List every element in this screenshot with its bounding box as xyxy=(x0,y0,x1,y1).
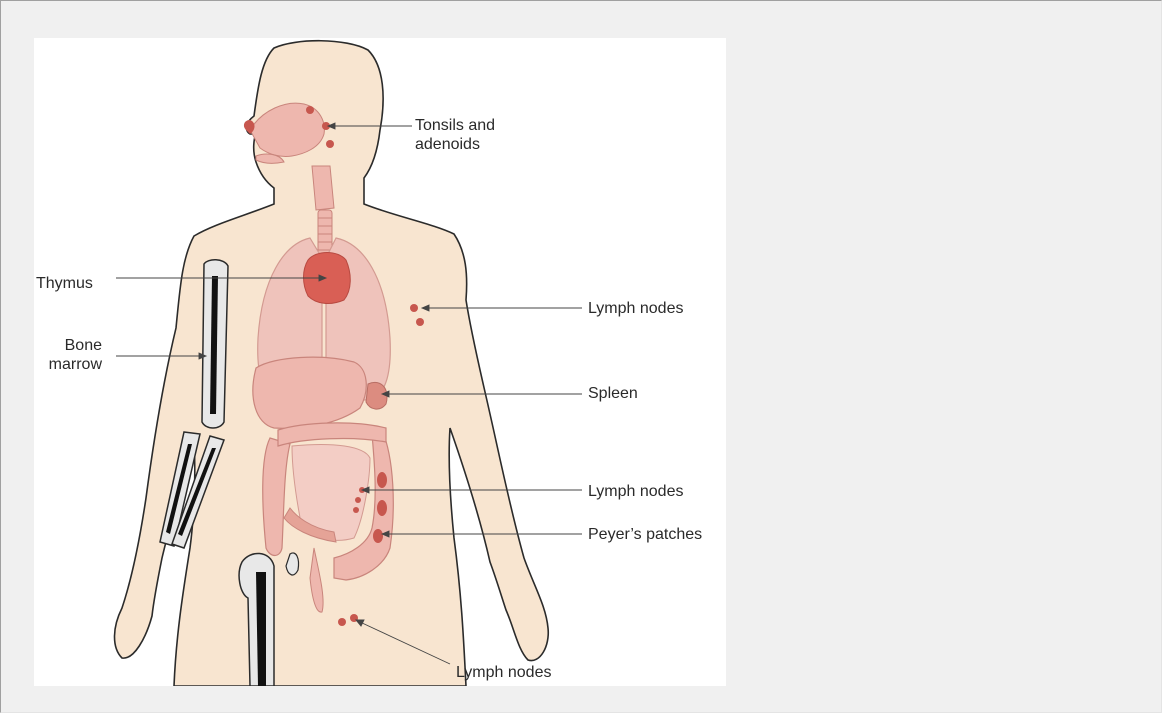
peyers-patch-2 xyxy=(377,500,387,516)
spleen-organ xyxy=(366,382,387,409)
label-lymph-nodes-mesenteric: Lymph nodes xyxy=(588,482,683,501)
label-thymus: Thymus xyxy=(36,274,93,293)
peyers-patch-3 xyxy=(373,529,383,543)
label-bone-marrow: Bone marrow xyxy=(36,336,102,374)
lymphatic-system-figure: Tonsils and adenoids Thymus Bone marrow … xyxy=(34,38,726,686)
body-illustration xyxy=(34,38,726,686)
axillary-node-1 xyxy=(410,304,418,312)
mesenteric-node-2 xyxy=(355,497,361,503)
inguinal-node-1 xyxy=(338,618,346,626)
larynx xyxy=(312,166,334,210)
label-tonsils-and-adenoids: Tonsils and adenoids xyxy=(415,116,495,154)
label-lymph-nodes-inguinal: Lymph nodes xyxy=(456,663,551,682)
peyers-patch-1 xyxy=(377,472,387,488)
axillary-node-2 xyxy=(416,318,424,326)
tonsil-node-1 xyxy=(306,106,314,114)
mesenteric-node-3 xyxy=(353,507,359,513)
tonsil-node-3 xyxy=(326,140,334,148)
label-lymph-nodes-axillary: Lymph nodes xyxy=(588,299,683,318)
label-spleen: Spleen xyxy=(588,384,638,403)
label-peyers-patches: Peyer’s patches xyxy=(588,525,702,544)
humerus-bone xyxy=(202,260,228,428)
